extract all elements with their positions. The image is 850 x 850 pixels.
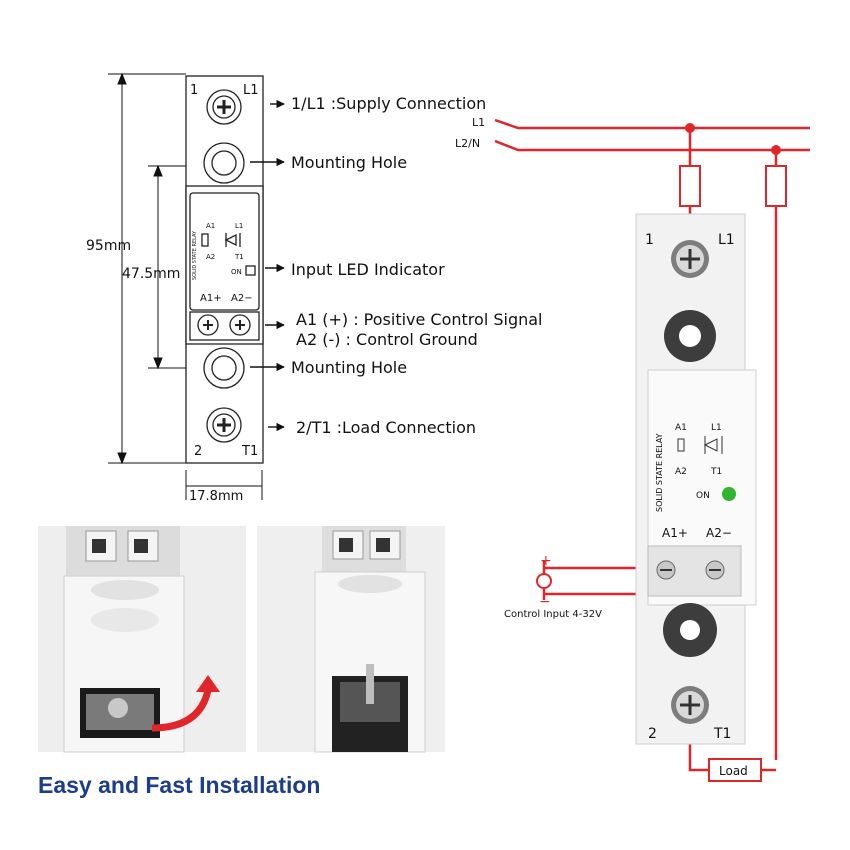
- callout-load: 2/T1 :Load Connection: [296, 418, 476, 437]
- drawing-num-l1: L1: [243, 83, 259, 98]
- callout-mount-1: Mounting Hole: [291, 153, 407, 172]
- drawing-num-t1: T1: [241, 444, 258, 459]
- photo-a1: A1: [675, 423, 687, 433]
- photo-num-t1: T1: [713, 726, 731, 742]
- load-label: Load: [719, 764, 748, 778]
- photo-num-l1: L1: [718, 232, 735, 248]
- photo-on: ON: [696, 491, 710, 501]
- photo-num-2: 2: [648, 726, 657, 742]
- relay-drawing: [185, 75, 264, 464]
- control-source-icon: [536, 573, 552, 589]
- control-minus: −: [539, 594, 551, 610]
- load-box: Load: [708, 758, 762, 782]
- callout-arrows: [250, 99, 285, 432]
- drawing-relay-text: SOLID STATE RELAY: [192, 230, 198, 280]
- drawing-on: ON: [231, 268, 242, 276]
- drawing-num-1: 1: [190, 83, 198, 98]
- wiring-junctions: [685, 123, 781, 155]
- photo-l1: L1: [711, 423, 722, 433]
- drawing-t1: T1: [234, 253, 244, 261]
- photo-a2: A2: [675, 467, 687, 477]
- wiring-l2n: L2/N: [455, 137, 480, 150]
- callout-a2: A2 (-) : Control Ground: [296, 330, 478, 349]
- install-photo-left: [38, 526, 246, 753]
- drawing-l1: L1: [235, 222, 243, 230]
- drawing-a2: A2: [206, 253, 215, 261]
- photo-num-1: 1: [645, 232, 654, 248]
- photo-a1plus: A1+: [662, 526, 688, 540]
- headline: Easy and Fast Installation: [38, 772, 320, 798]
- drawing-a1: A1: [206, 222, 215, 230]
- install-photo-right: [257, 526, 445, 753]
- callout-a1: A1 (+) : Positive Control Signal: [296, 310, 543, 329]
- callout-mount-2: Mounting Hole: [291, 358, 407, 377]
- drawing-num-2: 2: [194, 444, 202, 459]
- photo-relay-text: SOLID STATE RELAY: [655, 433, 664, 512]
- dimension-lines: [108, 72, 263, 500]
- dim-height-label: 95mm: [86, 238, 131, 254]
- dim-width-label: 17.8mm: [189, 489, 243, 504]
- wiring-l1: L1: [472, 116, 485, 129]
- drawing-a1plus: A1+: [200, 293, 222, 304]
- photo-a2minus: A2−: [706, 526, 732, 540]
- photo-t1: T1: [710, 467, 722, 477]
- control-input-label: Control Input 4-32V: [504, 609, 602, 620]
- relay-photo: [635, 213, 757, 745]
- fuses: [679, 165, 787, 207]
- dim-middle-label: 47.5mm: [122, 266, 180, 282]
- drawing-a2minus: A2−: [231, 293, 253, 304]
- callout-led: Input LED Indicator: [291, 260, 445, 279]
- control-plus: +: [540, 553, 552, 569]
- led-indicator: [722, 487, 736, 501]
- callout-supply: 1/L1 :Supply Connection: [291, 94, 486, 113]
